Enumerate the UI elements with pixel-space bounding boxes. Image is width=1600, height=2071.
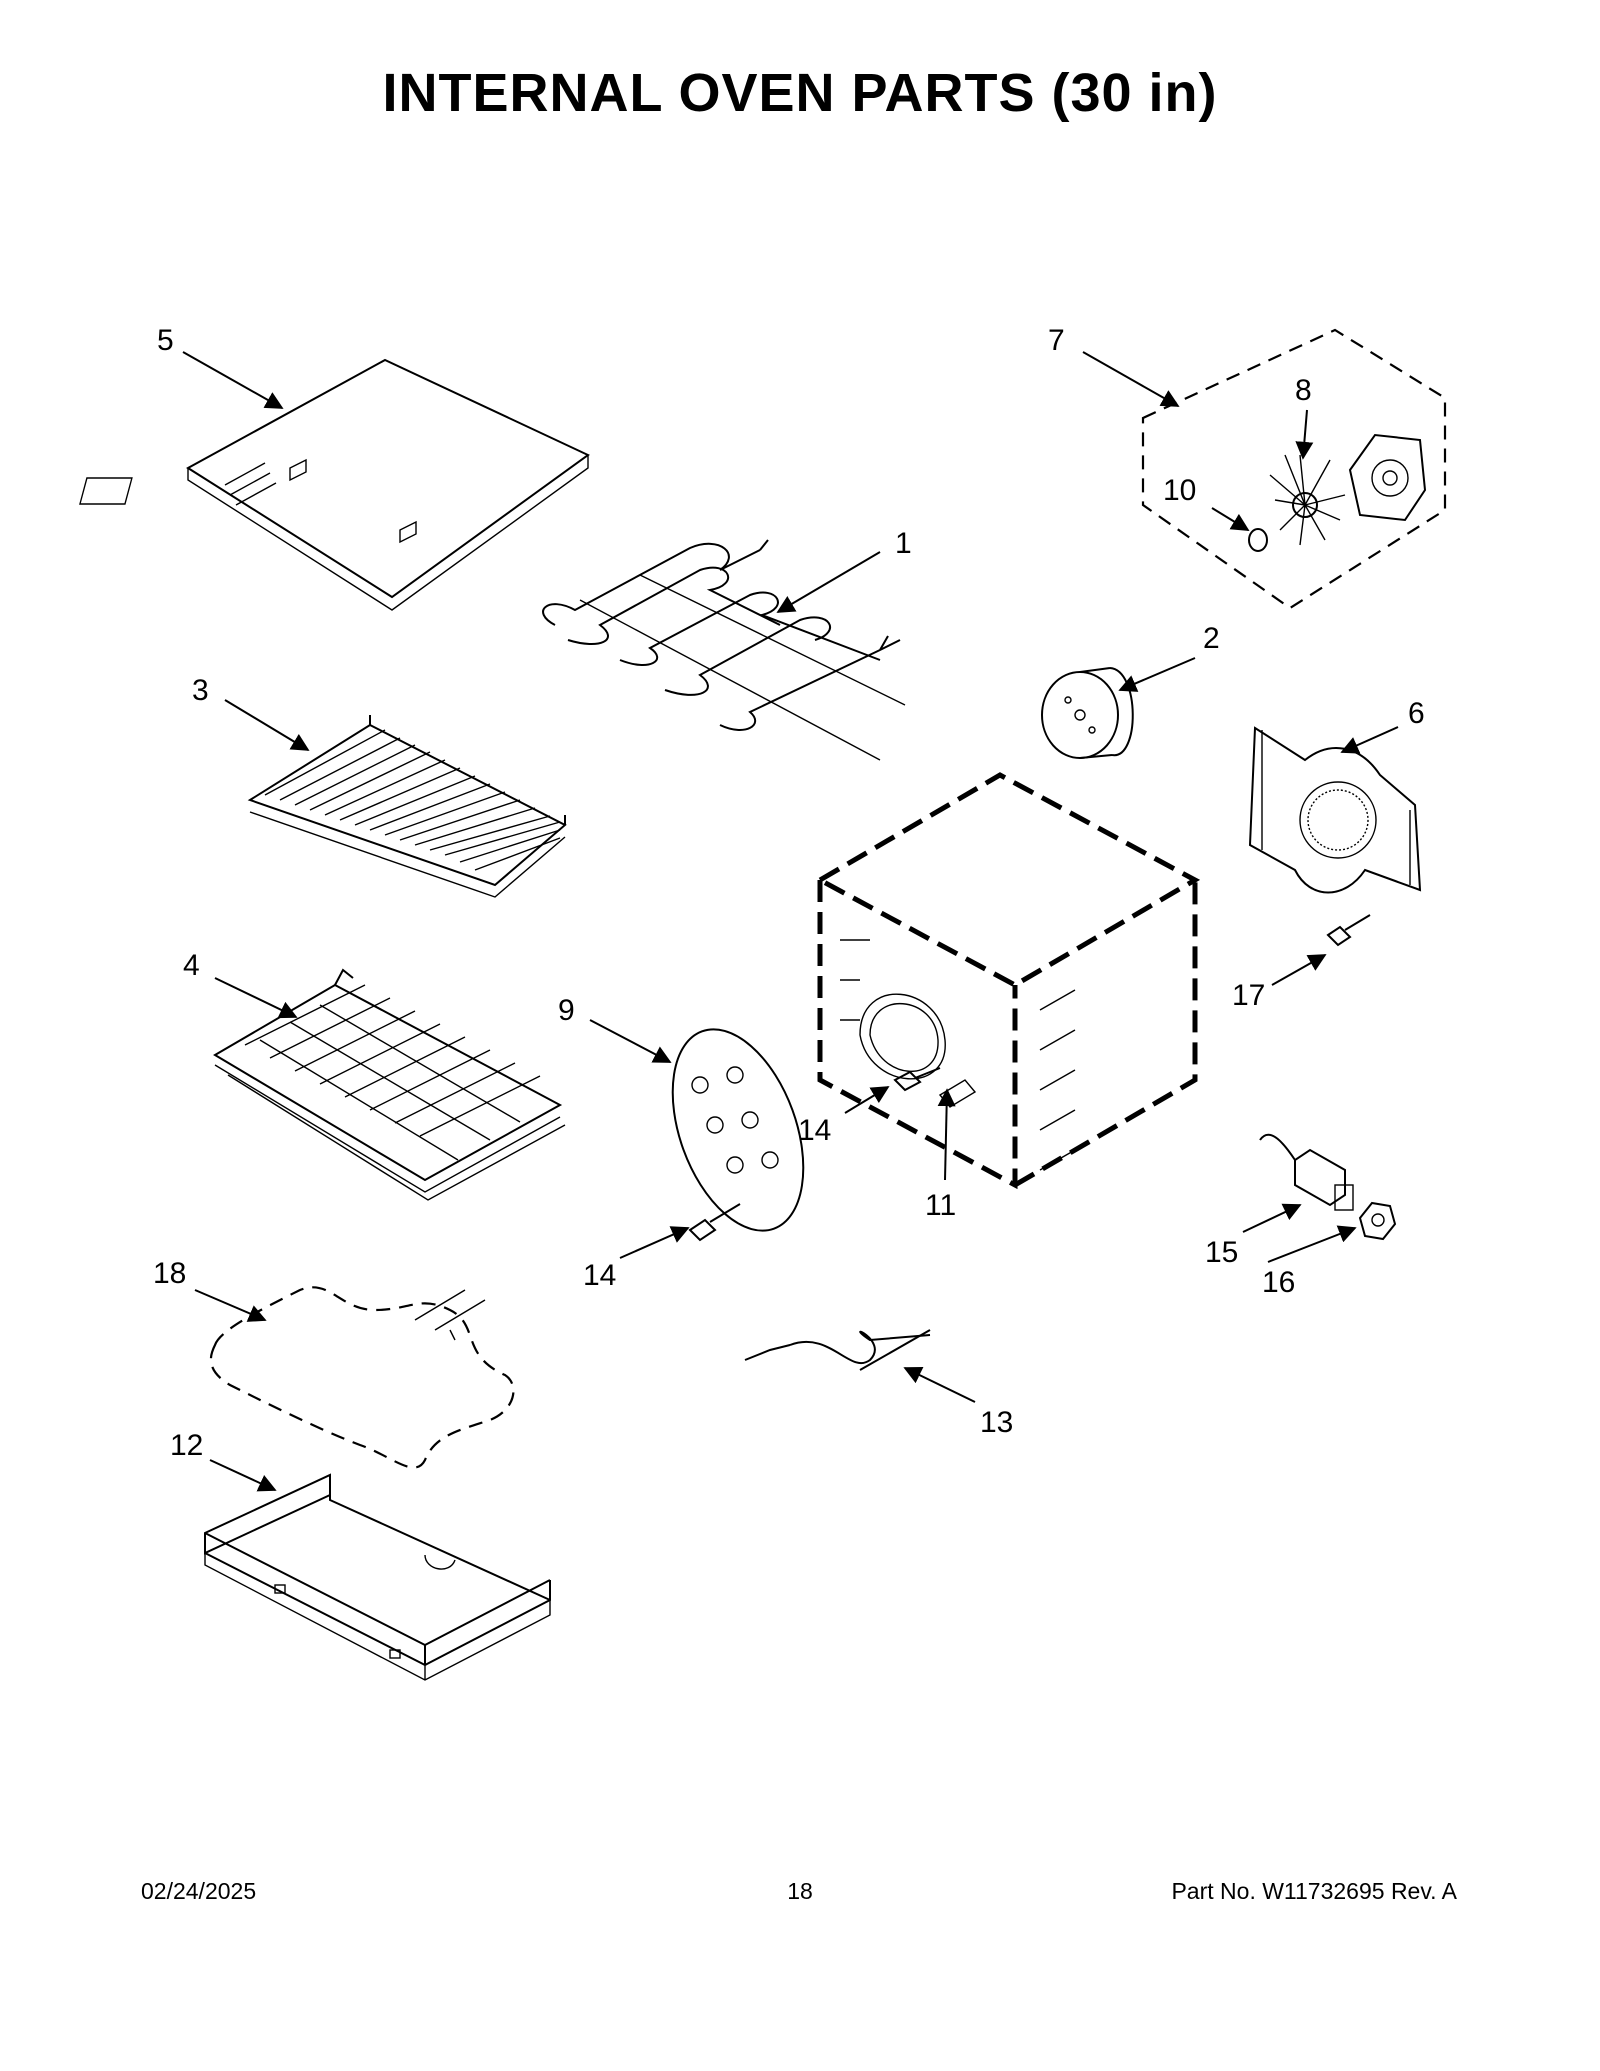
part-9-fan-baffle[interactable]: [648, 1011, 829, 1248]
part-16-nut[interactable]: [1358, 1201, 1397, 1241]
callout-9: 9: [558, 994, 575, 1027]
callout-18: 18: [153, 1257, 186, 1290]
callout-14-lower: 14: [583, 1259, 616, 1292]
part-4-rolling-rack[interactable]: [213, 968, 566, 1201]
callout-12: 12: [170, 1429, 203, 1462]
part-8-fan-blade[interactable]: [1269, 454, 1346, 546]
convection-motor[interactable]: [1348, 433, 1427, 522]
callout-3: 3: [192, 674, 209, 707]
part-14-screw-a[interactable]: [688, 1203, 741, 1242]
callout-16: 16: [1262, 1266, 1295, 1299]
part-13-meat-probe[interactable]: [744, 1329, 931, 1371]
callout-13: 13: [980, 1406, 1013, 1439]
page-title: INTERNAL OVEN PARTS (30 in): [382, 63, 1218, 123]
footer-date: 02/24/2025: [141, 1878, 257, 1904]
part-6-fan-shroud[interactable]: [1248, 726, 1422, 894]
callout-15: 15: [1205, 1236, 1238, 1269]
callout-7: 7: [1048, 324, 1065, 357]
callout-5: 5: [157, 324, 174, 357]
part-7-convection-fan-assembly[interactable]: [1141, 328, 1447, 610]
callout-14-upper: 14: [798, 1114, 831, 1147]
part-1-broil-element[interactable]: [542, 539, 906, 761]
part-18-bake-element[interactable]: [209, 1286, 515, 1469]
callout-labels: 5 1 2 3 6 4 7 8 10 9 11 14 14 13 15 16 1…: [153, 324, 1425, 1462]
callout-8: 8: [1295, 374, 1312, 407]
footer-part-number: Part No. W11732695 Rev. A: [1171, 1878, 1457, 1904]
part-3-oven-rack[interactable]: [247, 715, 567, 898]
part-11-oven-cavity[interactable]: [814, 772, 1201, 1190]
callout-4: 4: [183, 949, 200, 982]
part-12-drawer-pan[interactable]: [204, 1473, 551, 1681]
part-5-oven-bottom-panel[interactable]: [79, 358, 590, 611]
part-10-fan-nut[interactable]: [1248, 528, 1268, 552]
callout-17: 17: [1232, 979, 1265, 1012]
callout-6: 6: [1408, 697, 1425, 730]
part-15-temperature-sensor[interactable]: [1259, 1133, 1354, 1211]
part-2-fan-cover-disc[interactable]: [1041, 667, 1134, 759]
footer-page-number: 18: [787, 1878, 813, 1904]
callout-10: 10: [1163, 474, 1196, 507]
callout-1: 1: [895, 527, 912, 560]
part-17-screw[interactable]: [1326, 914, 1371, 947]
callout-leaders: [182, 351, 1399, 1492]
callout-11: 11: [925, 1189, 956, 1222]
callout-2: 2: [1203, 622, 1220, 655]
